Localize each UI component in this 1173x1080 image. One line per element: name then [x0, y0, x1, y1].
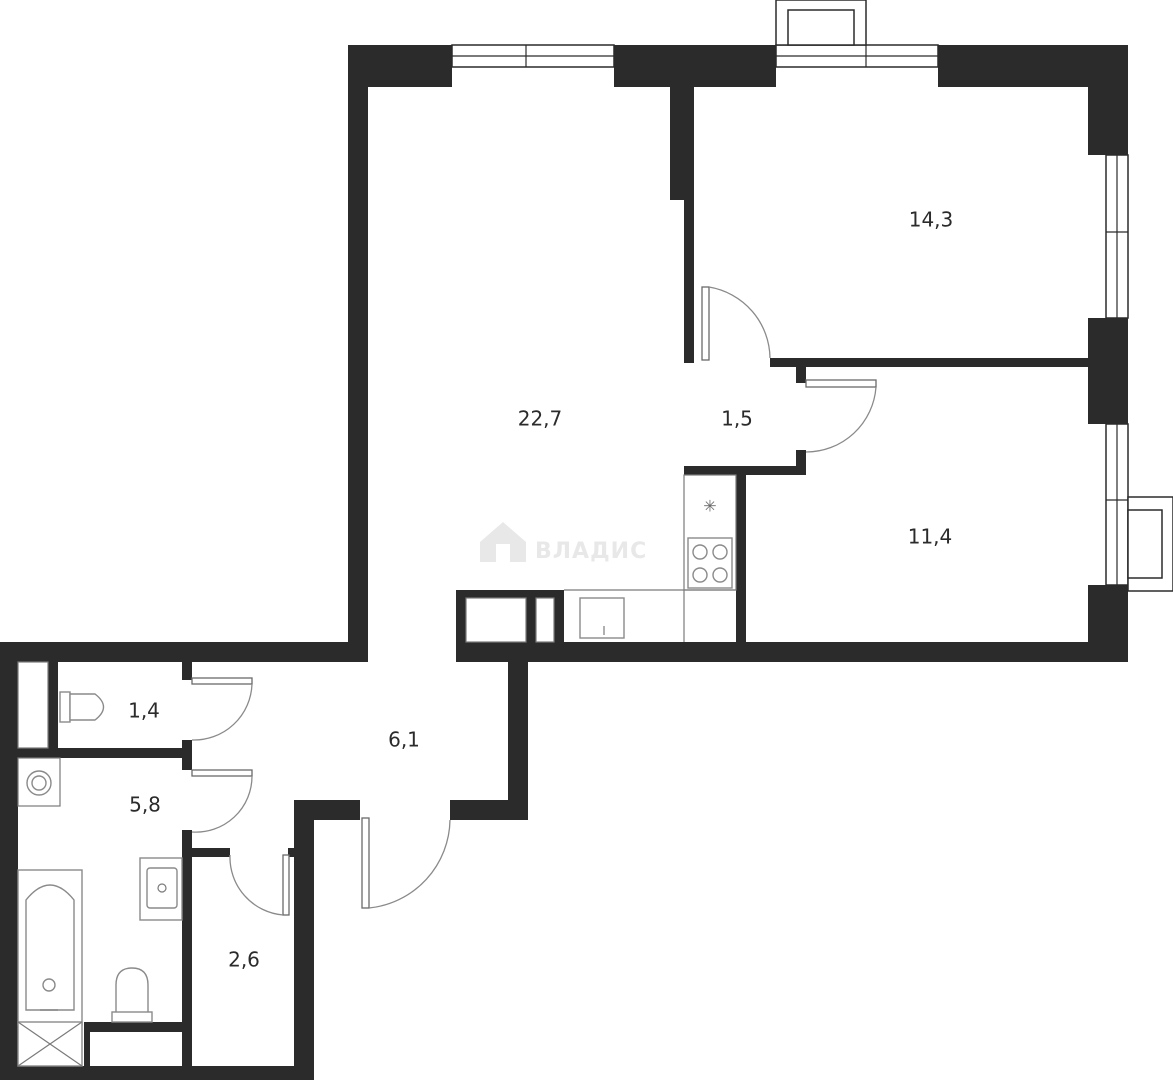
toilet-icon — [69, 693, 105, 721]
room-area-bathroom: 5,8 — [129, 793, 161, 817]
watermark-text: ВЛАДИС — [535, 539, 647, 564]
room-area-wc: 1,4 — [128, 699, 160, 723]
bathroom-fixtures — [17, 757, 183, 1067]
room-area-hall-small: 1,5 — [721, 407, 753, 431]
kitchen-fixtures: ✳ — [465, 474, 737, 643]
house-logo-icon — [480, 522, 526, 562]
doors — [191, 286, 877, 916]
hood-icon: ✳ — [703, 497, 716, 516]
kitchen-sink-icon — [579, 597, 625, 639]
room-area-storage: 2,6 — [228, 948, 260, 972]
watermark: ВЛАДИС — [480, 522, 647, 564]
bathtub-icon — [25, 884, 75, 1011]
room-area-hall: 6,1 — [388, 728, 420, 752]
room-labels: 22,7 14,3 1,5 11,4 1,4 6,1 5,8 2,6 — [128, 208, 953, 972]
room-area-bedroom-bottom: 11,4 — [908, 525, 953, 549]
room-area-bedroom-top: 14,3 — [909, 208, 954, 232]
bath-toilet-icon — [115, 967, 149, 1021]
walls — [0, 45, 1128, 1080]
room-area-living: 22,7 — [518, 407, 563, 431]
stove-icon — [687, 537, 733, 589]
windows — [451, 0, 1173, 592]
wc-fixtures — [17, 661, 105, 749]
